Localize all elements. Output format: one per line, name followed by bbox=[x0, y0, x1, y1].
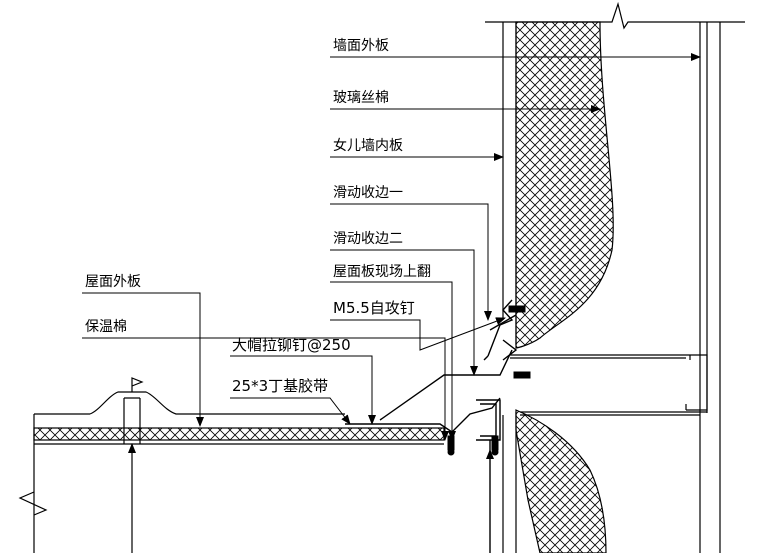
screw-icon bbox=[508, 305, 526, 313]
label-sliding-edge-2: 滑动收边二 bbox=[333, 231, 403, 247]
left-break-line bbox=[18, 491, 48, 516]
leader-lines bbox=[82, 53, 701, 553]
label-glass-wool: 玻璃丝棉 bbox=[333, 90, 389, 106]
glass-wool-lower bbox=[515, 409, 607, 553]
screw-icon bbox=[447, 435, 455, 451]
label-roof-panel-flip: 屋面板现场上翻 bbox=[333, 264, 431, 280]
wall-assembly bbox=[485, 1, 745, 553]
label-butyl-tape: 25*3丁基胶带 bbox=[232, 377, 329, 395]
glass-wool-upper bbox=[515, 21, 614, 349]
label-blind-rivet: 大帽拉铆钉@250 bbox=[232, 336, 351, 354]
label-wall-outer-panel: 墙面外板 bbox=[333, 38, 389, 54]
screw-icon bbox=[513, 371, 531, 379]
label-sliding-edge-1: 滑动收边一 bbox=[333, 185, 403, 201]
wall-purlin bbox=[510, 354, 708, 416]
label-roof-outer-panel: 屋面外板 bbox=[85, 274, 141, 290]
label-self-tapping-screw: M5.5自攻钉 bbox=[333, 299, 415, 317]
label-insulation-wool: 保温棉 bbox=[85, 319, 127, 335]
flag-marker bbox=[131, 377, 144, 392]
label-parapet-inner-panel: 女儿墙内板 bbox=[333, 138, 403, 154]
screw-icon bbox=[491, 435, 499, 451]
screws bbox=[447, 305, 531, 456]
roof-panel bbox=[18, 377, 445, 553]
